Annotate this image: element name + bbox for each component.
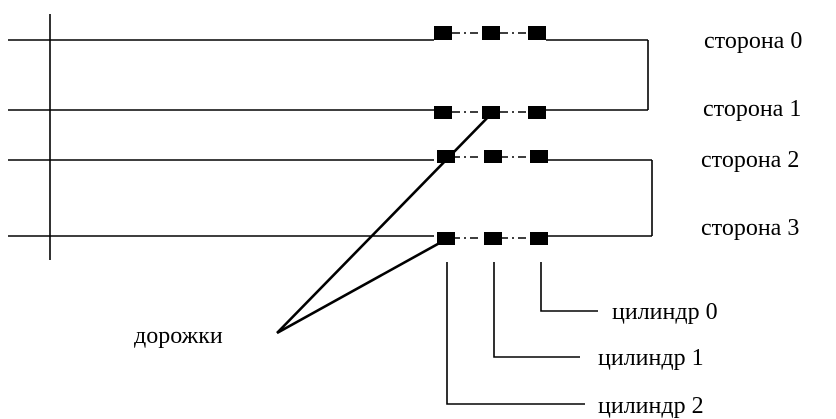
track-gaps xyxy=(452,32,528,239)
track-block xyxy=(530,150,548,163)
track-block xyxy=(434,26,452,40)
track-blocks xyxy=(434,26,548,245)
tracks-pointer-upper xyxy=(276,112,493,334)
cylinder-0-bracket xyxy=(540,262,598,312)
side-label-0: сторона 0 xyxy=(704,28,802,54)
cylinder-2-bracket xyxy=(446,262,585,405)
cylinder-1-bracket xyxy=(493,262,580,358)
track-block xyxy=(484,232,502,245)
side-label-2: сторона 2 xyxy=(701,147,799,173)
track-block xyxy=(530,232,548,245)
side-label-1: сторона 1 xyxy=(703,96,801,122)
tracks-label: дорожки xyxy=(134,323,223,349)
track-block xyxy=(434,106,452,119)
platter-1 xyxy=(8,39,649,111)
cylinder-label-2: цилиндр 2 xyxy=(598,393,704,419)
track-block xyxy=(528,26,546,40)
track-block xyxy=(484,150,502,163)
cylinder-label-1: цилиндр 1 xyxy=(598,345,704,371)
track-block xyxy=(437,150,455,163)
cylinder-brackets xyxy=(446,262,598,405)
platter-2 xyxy=(8,159,653,237)
cylinder-label-0: цилиндр 0 xyxy=(612,299,718,325)
tracks-pointer-lower xyxy=(276,238,446,335)
track-block xyxy=(528,106,546,119)
side-label-3: сторона 3 xyxy=(701,215,799,241)
tracks-pointers xyxy=(276,112,493,335)
track-block xyxy=(482,26,500,40)
